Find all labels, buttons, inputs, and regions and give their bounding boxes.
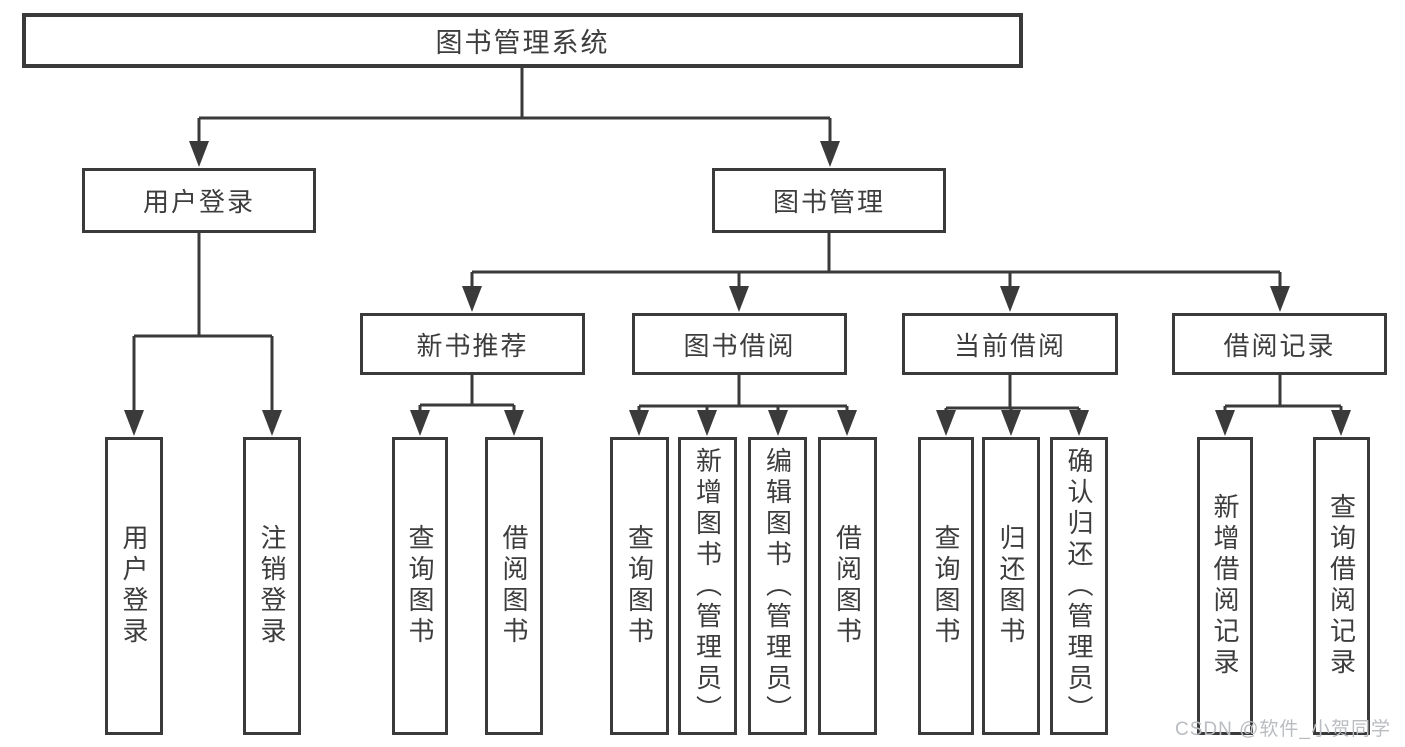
node-label: 归还图书 bbox=[996, 524, 1026, 648]
node-library-management-system: 图书管理系统 bbox=[22, 13, 1023, 68]
arrowhead bbox=[124, 410, 144, 436]
leaf-query-books-recommend: 查询图书 bbox=[392, 437, 448, 735]
arrowhead bbox=[504, 410, 524, 436]
node-label: 借阅记录 bbox=[1223, 330, 1336, 361]
watermark: CSDN @软件_小贺同学 bbox=[1175, 719, 1391, 740]
arrowhead bbox=[1215, 410, 1235, 436]
leaf-query-books-borrowing: 查询图书 bbox=[610, 437, 669, 735]
leaf-borrow-books-recommend: 借阅图书 bbox=[485, 437, 543, 735]
leaf-edit-book-admin: 编辑图书（管理员） bbox=[748, 437, 807, 735]
leaf-return-book: 归还图书 bbox=[982, 437, 1040, 735]
node-label: 查询图书 bbox=[624, 524, 655, 648]
arrowhead bbox=[462, 286, 482, 312]
node-label: 用户登录 bbox=[142, 187, 255, 217]
node-label: 当前借阅 bbox=[953, 330, 1066, 361]
node-label: 新书推荐 bbox=[416, 330, 529, 361]
node-label: 用户登录 bbox=[119, 524, 149, 648]
leaf-query-borrow-record: 查询借阅记录 bbox=[1313, 437, 1370, 735]
node-user-login: 用户登录 bbox=[82, 168, 316, 233]
leaf-add-book-admin: 新增图书（管理员） bbox=[678, 437, 737, 735]
arrowhead bbox=[820, 141, 840, 167]
node-label: 查询借阅记录 bbox=[1326, 493, 1357, 679]
node-label: 新增借阅记录 bbox=[1210, 493, 1240, 679]
leaf-add-borrow-record: 新增借阅记录 bbox=[1197, 437, 1253, 735]
node-label: 查询图书 bbox=[931, 524, 961, 648]
arrowhead bbox=[410, 410, 430, 436]
leaf-confirm-return-admin: 确认归还（管理员） bbox=[1050, 437, 1108, 735]
node-label: 查询图书 bbox=[405, 524, 435, 648]
arrowhead bbox=[262, 410, 282, 436]
leaf-query-books-current: 查询图书 bbox=[918, 437, 974, 735]
arrowhead bbox=[837, 410, 857, 436]
node-label: 新增图书（管理员） bbox=[692, 446, 723, 726]
arrowhead bbox=[1069, 410, 1089, 436]
arrowhead bbox=[1270, 286, 1290, 312]
arrowhead bbox=[189, 141, 209, 167]
arrowhead bbox=[629, 410, 649, 436]
arrowhead bbox=[936, 410, 956, 436]
arrowhead bbox=[729, 286, 749, 312]
node-label: 编辑图书（管理员） bbox=[762, 446, 793, 726]
leaf-borrow-books: 借阅图书 bbox=[818, 437, 877, 735]
arrowheads bbox=[124, 141, 1351, 436]
arrowhead bbox=[768, 410, 788, 436]
node-borrowing-records: 借阅记录 bbox=[1172, 313, 1387, 375]
node-label: 注销登录 bbox=[257, 524, 287, 648]
node-book-management: 图书管理 bbox=[712, 168, 946, 233]
node-label: 图书管理 bbox=[772, 187, 885, 217]
connector-paths bbox=[132, 68, 1343, 430]
leaf-user-login: 用户登录 bbox=[105, 437, 163, 735]
arrowhead bbox=[1331, 410, 1351, 436]
leaf-logout: 注销登录 bbox=[243, 437, 301, 735]
arrowhead bbox=[697, 410, 717, 436]
node-current-borrowing: 当前借阅 bbox=[902, 313, 1118, 375]
node-label: 图书借阅 bbox=[683, 330, 796, 361]
node-label: 确认归还（管理员） bbox=[1064, 446, 1094, 726]
arrowhead bbox=[1000, 286, 1020, 312]
node-label: 图书管理系统 bbox=[435, 28, 610, 58]
node-label: 借阅图书 bbox=[832, 524, 863, 648]
node-book-borrowing: 图书借阅 bbox=[632, 313, 847, 375]
node-label: 借阅图书 bbox=[499, 524, 529, 648]
node-new-book-recommend: 新书推荐 bbox=[360, 313, 585, 375]
arrowhead bbox=[1001, 410, 1021, 436]
